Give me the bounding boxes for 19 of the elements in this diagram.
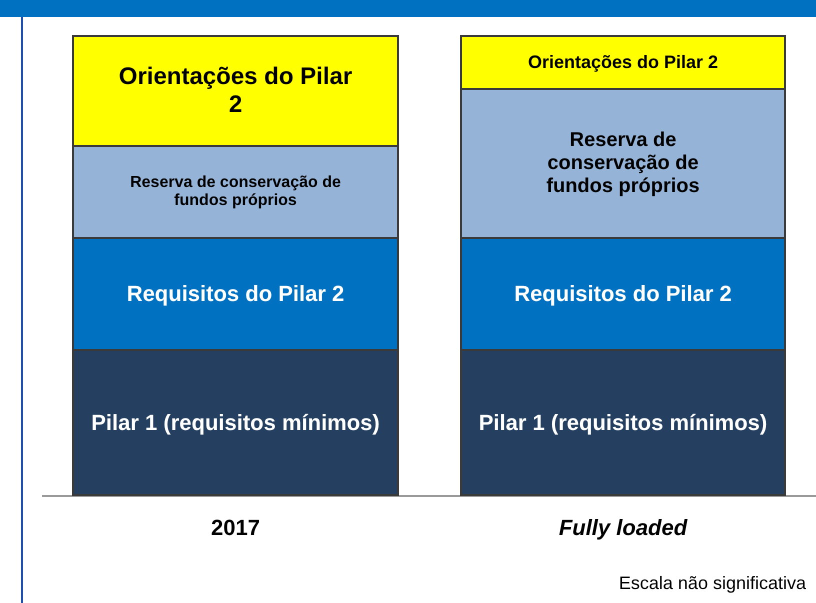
bar-segment (460, 237, 786, 351)
bar-segment (72, 35, 399, 147)
segment-label: Reserva de conservação de fundos próprios (545, 129, 701, 198)
segment-label: Pilar 1 (requisitos mínimos) (478, 410, 768, 436)
segment-label: Orientações do Pilar 2 (528, 52, 718, 73)
segment-label: Orientações do Pilar 2 (118, 63, 354, 119)
segment-label: Pilar 1 (requisitos mínimos) (91, 410, 380, 436)
note-text: Escala não significativa (618, 573, 806, 594)
bar-segment (72, 145, 399, 239)
column-label: 2017 (210, 515, 261, 541)
bar-segment (460, 349, 786, 496)
bar-segment (460, 88, 786, 239)
segment-label: Requisitos do Pilar 2 (126, 281, 344, 307)
bar-segment (72, 349, 399, 496)
bar-segment (460, 35, 786, 90)
column-label: Fully loaded (558, 515, 688, 541)
segment-label: Reserva de conservação de fundos próprios (129, 174, 342, 210)
bar-segment (72, 237, 399, 351)
segment-label: Requisitos do Pilar 2 (514, 281, 732, 307)
